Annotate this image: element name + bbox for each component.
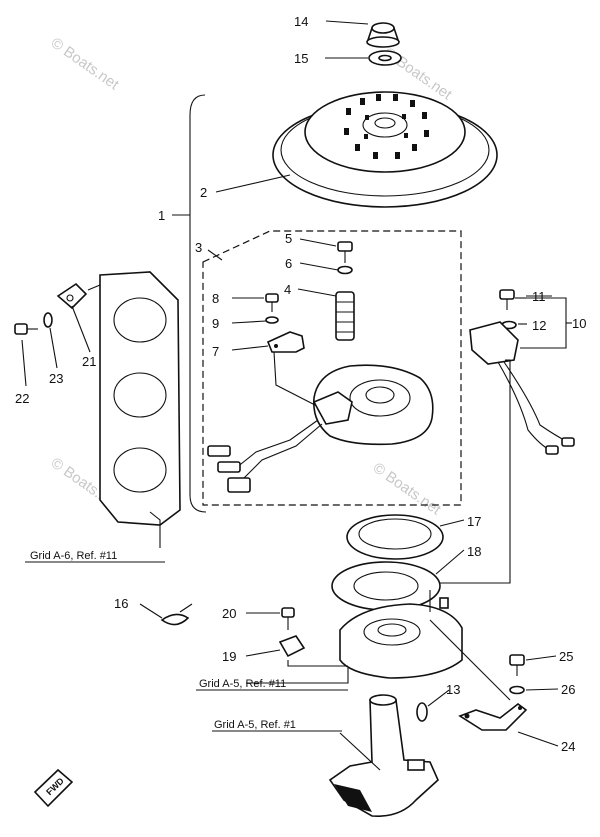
callout-5: 5: [285, 231, 292, 246]
part-clamp-16: [160, 603, 193, 626]
callout-25: 25: [559, 649, 573, 664]
part-washer-6: [337, 265, 353, 275]
reference-labels: Grid A-6, Ref. #11 Grid A-5, Ref. #11 Gr…: [30, 550, 296, 731]
callout-23: 23: [49, 371, 63, 386]
part-washer-15: [368, 50, 402, 66]
part-bolt-11: [499, 289, 515, 310]
callout-20: 20: [222, 606, 236, 621]
ref-line-19: [287, 660, 348, 667]
part-screw-8: [265, 293, 279, 312]
callout-8: 8: [212, 291, 219, 306]
callout-26: 26: [561, 682, 575, 697]
callout-2: 2: [200, 185, 207, 200]
callout-3: 3: [195, 240, 202, 255]
part-plate-19: [278, 635, 306, 658]
part-coil-4: [335, 291, 355, 341]
part-screw-22: [14, 323, 38, 335]
callout-18: 18: [467, 544, 481, 559]
part-bolt-25: [509, 654, 525, 676]
callout-10: 10: [572, 316, 586, 331]
part-cover: [99, 271, 181, 526]
callout-9: 9: [212, 316, 219, 331]
part-washer-26: [509, 685, 525, 695]
part-plate-7: [266, 331, 305, 353]
callout-4: 4: [284, 282, 291, 297]
callout-21: 21: [82, 354, 96, 369]
callout-22: 22: [15, 391, 29, 406]
group-bracket-1: [189, 94, 207, 513]
callout-19: 19: [222, 649, 236, 664]
callout-24: 24: [561, 739, 575, 754]
part-screw-20: [281, 607, 295, 630]
part-gasket-18: [331, 561, 441, 611]
callout-6: 6: [285, 256, 292, 271]
callout-17: 17: [467, 514, 481, 529]
callout-12: 12: [532, 318, 546, 333]
part-flywheel-2: [272, 91, 498, 208]
stator-harness: [207, 419, 323, 493]
watermark: © Boats.net: [48, 34, 123, 93]
stator-assembly-box-3: [202, 230, 462, 506]
callout-11: 11: [532, 289, 546, 304]
fwd-marker: FWD: [33, 768, 74, 808]
callout-14: 14: [294, 14, 308, 29]
part-clamp-21: [56, 282, 88, 310]
callout-labels: 14 15 2 1 3 5 6 4 8 9 7 11 12 10 21 22 2…: [15, 14, 586, 754]
reference-grid-a5-ref1: Grid A-5, Ref. #1: [214, 719, 296, 731]
reference-grid-a5-ref11: Grid A-5, Ref. #11: [199, 678, 286, 690]
part-screw-5: [337, 241, 353, 263]
leader-lines: [21, 20, 559, 771]
part-pin-13: [416, 702, 428, 722]
part-base-bracket: [339, 590, 463, 679]
part-shaft: [328, 694, 439, 817]
callout-16: 16: [114, 596, 128, 611]
callout-7: 7: [212, 344, 219, 359]
callout-13: 13: [446, 682, 460, 697]
part-washer-9: [265, 316, 279, 324]
part-stator-base: [312, 364, 434, 446]
lead-wire: [273, 351, 316, 406]
watermark: © Boats.net: [370, 459, 445, 518]
reference-grid-a6-ref11: Grid A-6, Ref. #11: [30, 550, 117, 562]
part-nut-14: [366, 22, 400, 48]
part-ring-17: [346, 514, 444, 560]
callout-1: 1: [158, 208, 165, 223]
part-link-24: [458, 702, 528, 731]
callout-15: 15: [294, 51, 308, 66]
part-washer-23: [43, 312, 53, 328]
part-rectifier-10: [469, 321, 575, 455]
